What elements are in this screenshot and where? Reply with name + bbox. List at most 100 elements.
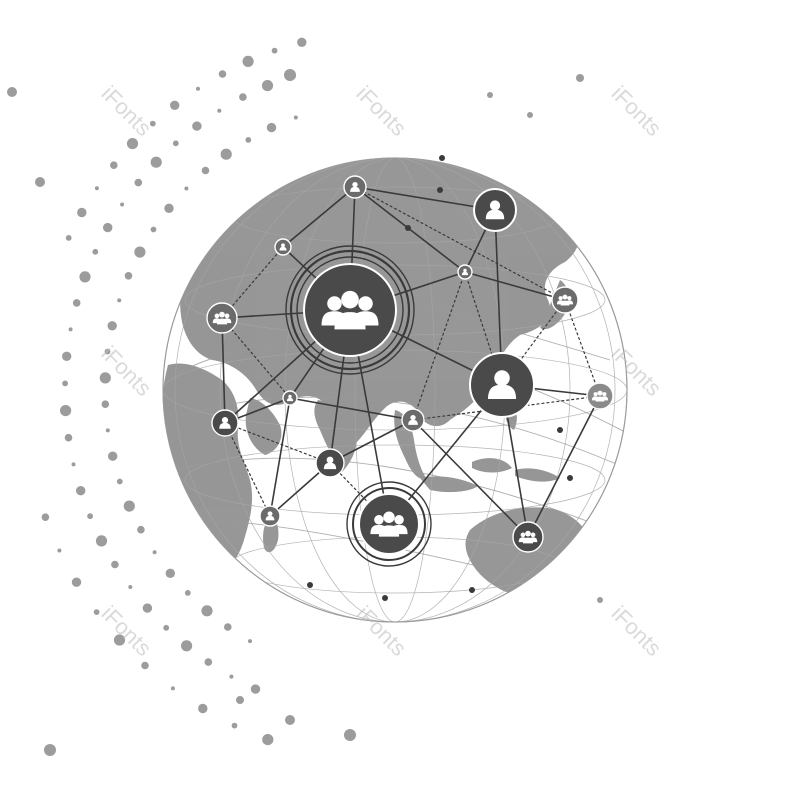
network-dot <box>382 595 388 601</box>
orbit-dot <box>487 92 493 98</box>
single-user-icon <box>259 505 281 527</box>
orbit-dot <box>94 186 99 191</box>
orbit-dot <box>141 661 149 670</box>
orbit-dot <box>124 272 133 280</box>
orbit-dot <box>57 548 62 553</box>
orbit-dot <box>123 500 135 512</box>
orbit-dot <box>170 686 175 691</box>
orbit-dot <box>137 525 145 534</box>
user-group-icon <box>551 286 579 314</box>
orbit-dot <box>224 623 232 631</box>
orbit-dot <box>77 207 87 218</box>
watermark-text: iFonts <box>351 81 411 141</box>
watermark-text: iFonts <box>606 601 666 661</box>
orbit-dot <box>44 744 56 756</box>
single-user-icon <box>274 238 292 256</box>
orbit-dot <box>248 639 252 644</box>
orbit-dot <box>104 348 111 355</box>
user-group-icon <box>586 382 614 410</box>
orbit-dot <box>134 246 146 258</box>
network-dot <box>439 155 445 161</box>
orbit-dot <box>72 299 81 307</box>
orbit-dot <box>576 74 584 82</box>
dotted-link <box>412 395 601 421</box>
single-user-icon <box>343 175 367 199</box>
orbit-dot <box>103 222 113 233</box>
orbit-dot <box>92 248 99 255</box>
network-link <box>412 419 529 538</box>
single-user-icon <box>211 409 239 437</box>
orbit-dot <box>60 405 72 417</box>
orbit-dot <box>120 202 125 207</box>
orbit-dot <box>262 734 274 746</box>
orbit-dot <box>71 577 82 587</box>
network-link <box>464 271 566 301</box>
orbit-dot <box>184 590 191 596</box>
orbit-dot <box>150 156 162 168</box>
orbit-dot <box>111 560 119 569</box>
orbit-dot <box>150 226 157 233</box>
user-group-icon <box>206 302 238 334</box>
single-user-icon <box>315 448 345 478</box>
orbit-dot <box>101 400 110 409</box>
orbit-dot <box>236 696 244 704</box>
orbit-dot <box>7 87 17 97</box>
orbit-dot <box>201 605 213 617</box>
orbit-dot <box>93 609 100 615</box>
orbit-dot <box>152 550 157 555</box>
network-link <box>289 397 414 421</box>
network-dot <box>557 427 563 433</box>
orbit-dot <box>527 112 533 118</box>
orbit-dot <box>196 86 200 91</box>
network-link <box>354 186 496 211</box>
single-user-icon <box>282 390 298 406</box>
orbit-dot <box>107 321 117 331</box>
orbit-dot <box>76 486 86 496</box>
orbit-dot <box>65 235 72 241</box>
orbit-dot <box>217 108 222 113</box>
orbit-dot <box>245 137 252 143</box>
orbit-dot <box>71 462 76 467</box>
user-group-icon <box>512 521 544 553</box>
orbit-dot <box>68 327 73 332</box>
dotted-link <box>464 271 503 386</box>
dotted-link <box>412 271 466 421</box>
orbit-dot <box>239 93 247 101</box>
orbit-dot <box>261 80 274 92</box>
orbit-dot <box>201 166 210 175</box>
orbit-dot <box>285 715 295 725</box>
orbit-dot <box>271 47 278 54</box>
orbit-dot <box>61 351 72 361</box>
orbit-dot <box>79 271 91 283</box>
orbit-dot <box>250 684 261 694</box>
orbit-dot <box>87 513 93 520</box>
orbit-dot <box>266 122 277 133</box>
orbit-dot <box>163 624 170 631</box>
orbit-dot <box>293 115 298 120</box>
network-link <box>282 186 356 248</box>
orbit-dot <box>165 568 175 578</box>
orbit-dot <box>64 433 73 442</box>
network-link <box>221 317 226 424</box>
network-nodes <box>206 175 614 567</box>
watermark-text: iFonts <box>606 81 666 141</box>
orbit-dot <box>35 177 45 187</box>
single-user-icon <box>401 408 425 432</box>
orbit-dot <box>231 722 238 729</box>
orbit-dot <box>117 298 122 303</box>
network-link <box>527 395 601 538</box>
orbit-dot <box>184 186 189 191</box>
network-dot <box>405 225 411 231</box>
orbit-dot <box>116 478 123 485</box>
single-user-icon <box>469 352 535 418</box>
orbit-dot <box>218 70 227 78</box>
orbit-dot <box>149 120 156 127</box>
orbit-dot <box>242 55 254 67</box>
orbit-dot <box>105 428 110 433</box>
orbit-dot <box>172 140 179 147</box>
orbit-dot <box>229 674 234 679</box>
network-dot <box>469 587 475 593</box>
network-link <box>269 397 291 517</box>
watermark-text: iFonts <box>96 81 156 141</box>
